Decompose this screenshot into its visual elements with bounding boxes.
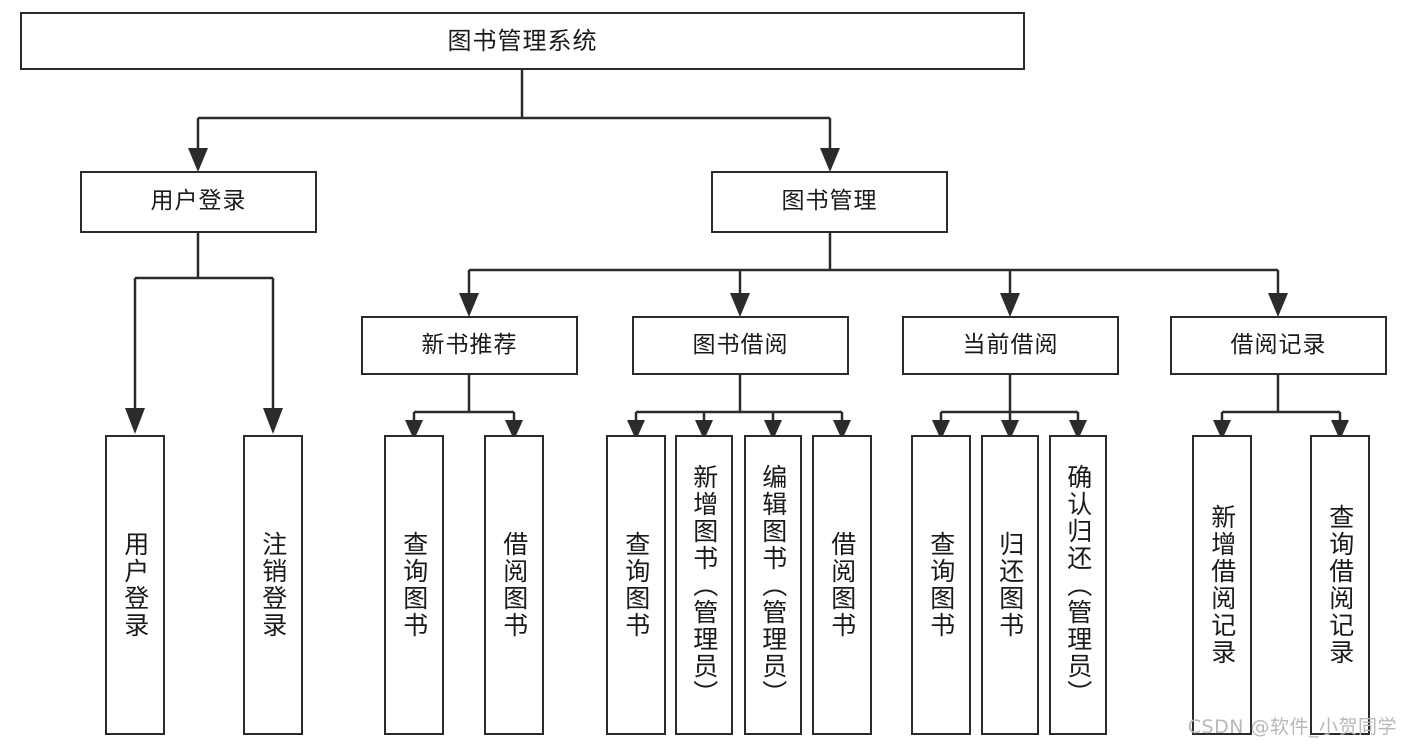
node-book-borrow-label: 图书借阅 [692,331,789,358]
node-leaf-query-book-2[interactable]: 查询图书 [606,435,666,735]
node-leaf-query-book-2-label: 查询图书 [621,531,651,639]
node-leaf-borrow-book-1[interactable]: 借阅图书 [484,435,544,735]
node-leaf-edit-book-label: 编辑图书（管理员） [758,463,788,707]
node-leaf-query-record[interactable]: 查询借阅记录 [1310,435,1370,735]
node-root-label: 图书管理系统 [447,26,598,55]
node-leaf-borrow-book-2-label: 借阅图书 [827,531,857,639]
watermark: CSDN @软件_小贺同学 [1187,716,1397,738]
node-leaf-borrow-book-1-label: 借阅图书 [499,531,529,639]
node-leaf-return-book[interactable]: 归还图书 [981,435,1039,735]
node-borrow-record-label: 借阅记录 [1230,331,1327,358]
node-leaf-add-record[interactable]: 新增借阅记录 [1192,435,1252,735]
node-leaf-confirm-return-label: 确认归还（管理员） [1063,463,1093,707]
node-leaf-query-book-3-label: 查询图书 [926,531,956,639]
node-current-borrow-label: 当前借阅 [962,331,1059,358]
node-leaf-user-login[interactable]: 用户登录 [105,435,165,735]
node-leaf-logout[interactable]: 注销登录 [243,435,303,735]
node-leaf-user-login-label: 用户登录 [120,531,150,639]
node-new-book-recommend-label: 新书推荐 [421,331,518,358]
node-leaf-edit-book[interactable]: 编辑图书（管理员） [744,435,802,735]
node-new-book-recommend[interactable]: 新书推荐 [361,316,578,375]
node-leaf-add-book-label: 新增图书（管理员） [689,463,719,707]
node-current-borrow[interactable]: 当前借阅 [902,316,1119,375]
node-leaf-add-record-label: 新增借阅记录 [1207,504,1237,666]
node-user-login[interactable]: 用户登录 [80,171,317,233]
node-book-borrow[interactable]: 图书借阅 [632,316,849,375]
node-book-manage-label: 图书管理 [781,188,878,215]
node-leaf-return-book-label: 归还图书 [995,531,1025,639]
node-book-manage[interactable]: 图书管理 [711,171,948,233]
node-leaf-query-book-1[interactable]: 查询图书 [384,435,444,735]
node-leaf-query-book-1-label: 查询图书 [399,531,429,639]
node-user-login-label: 用户登录 [150,188,247,215]
node-leaf-logout-label: 注销登录 [258,531,288,639]
node-root[interactable]: 图书管理系统 [20,12,1025,70]
node-leaf-confirm-return[interactable]: 确认归还（管理员） [1049,435,1107,735]
node-leaf-query-record-label: 查询借阅记录 [1325,504,1355,666]
node-borrow-record[interactable]: 借阅记录 [1170,316,1387,375]
node-leaf-add-book[interactable]: 新增图书（管理员） [675,435,733,735]
node-leaf-borrow-book-2[interactable]: 借阅图书 [812,435,872,735]
node-leaf-query-book-3[interactable]: 查询图书 [911,435,971,735]
